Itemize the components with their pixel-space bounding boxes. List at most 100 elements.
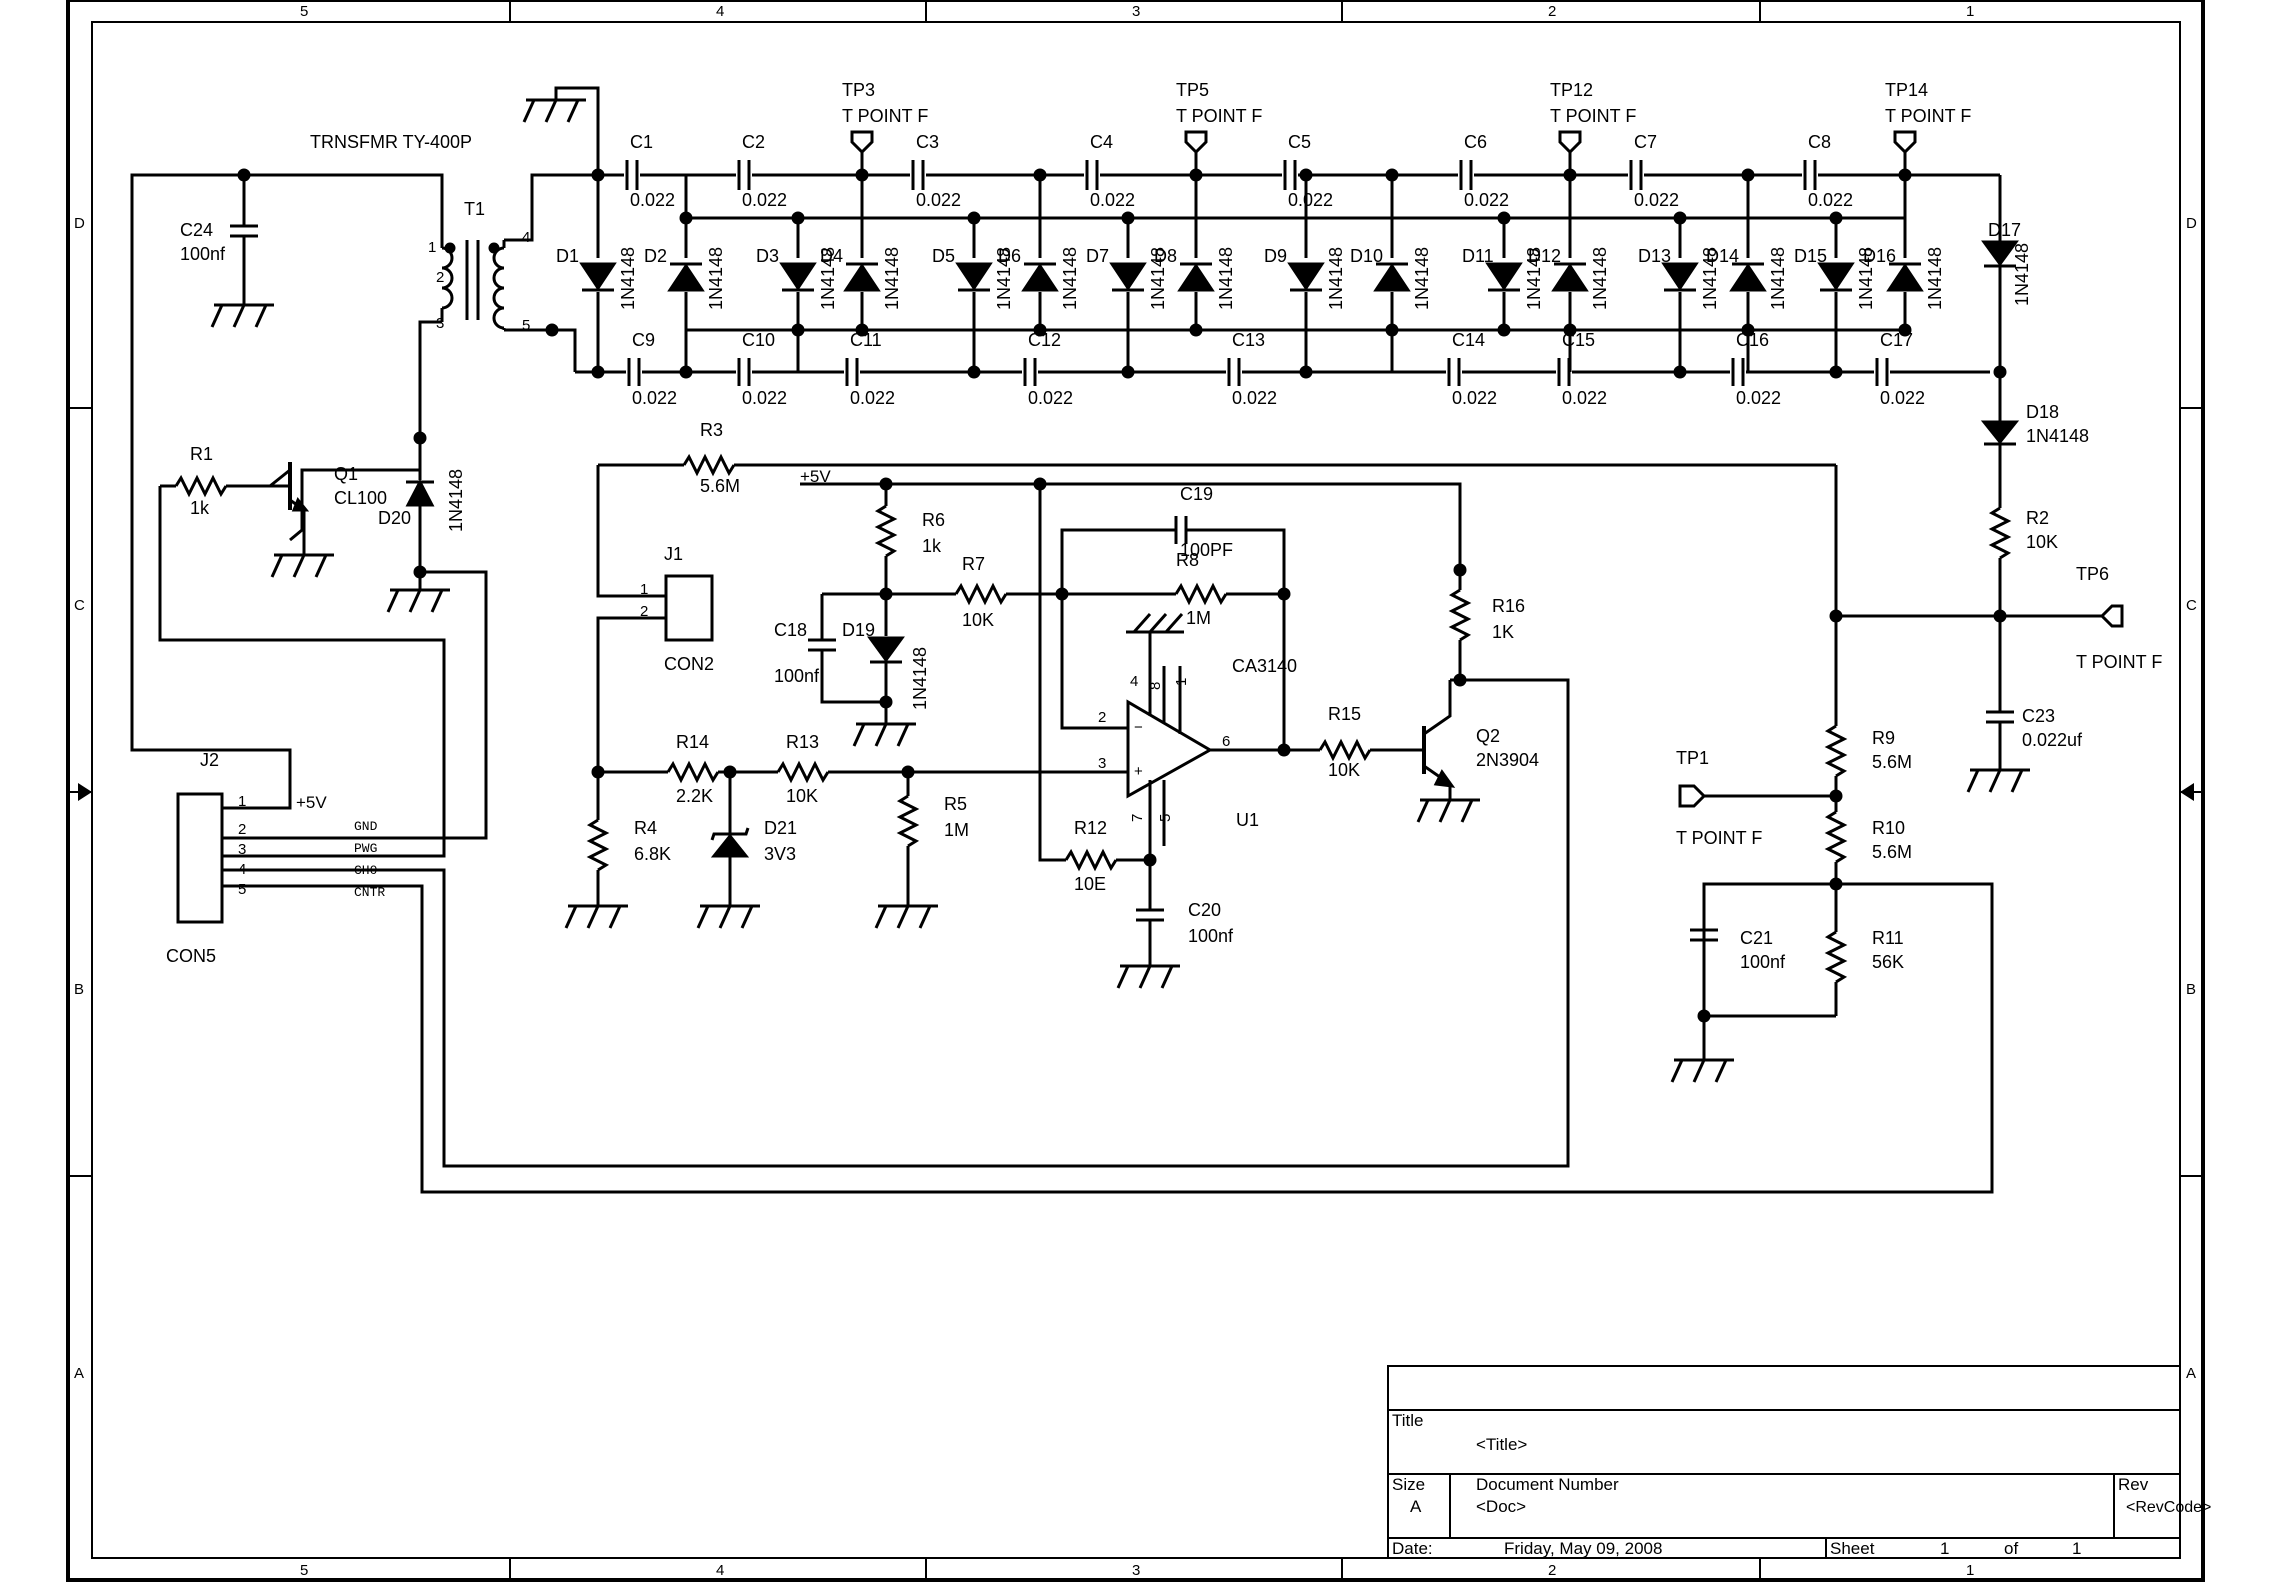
u1-pin2: 2 <box>1098 709 1106 726</box>
c1-value: 0.022 <box>630 190 675 210</box>
diode-d2 <box>667 211 705 379</box>
ground-c24-icon <box>210 303 274 328</box>
q1-emitter-arrow-icon <box>291 497 310 512</box>
j1-ref: J1 <box>664 544 683 564</box>
resistor-r1 <box>174 474 228 498</box>
c5-ref: C5 <box>1288 132 1311 152</box>
wire-vcc-rail <box>800 482 1462 570</box>
r8-value: 1M <box>1186 608 1211 628</box>
r12-value: 10E <box>1074 874 1106 894</box>
c24-ref: C24 <box>180 220 213 240</box>
j2-signal-vcc: +5V <box>296 793 327 812</box>
d12-value: 1N4148 <box>1590 247 1610 310</box>
d15-ref: D15 <box>1794 246 1827 266</box>
d14-value: 1N4148 <box>1768 247 1788 310</box>
col-label-top-3: 3 <box>1132 3 1140 20</box>
diode-d15 <box>1817 211 1855 379</box>
capacitor-c4 <box>1084 160 1100 190</box>
c5-value: 0.022 <box>1288 190 1333 210</box>
capacitor-c14 <box>1446 358 1462 388</box>
bottom-cap-layer <box>626 358 1890 388</box>
row-label-left-d: D <box>74 215 85 232</box>
d7-value: 1N4148 <box>1148 247 1168 310</box>
c10-value: 0.022 <box>742 388 787 408</box>
q1-collector-leg <box>269 468 291 488</box>
tp14-ref: TP14 <box>1885 80 1928 100</box>
r1-ref: R1 <box>190 444 213 464</box>
r16-ref: R16 <box>1492 596 1525 616</box>
top-cap-layer <box>624 160 1818 190</box>
wire-secondary-bottom <box>504 328 577 372</box>
border-zone-ticks <box>68 0 2203 1580</box>
capacitor-c18 <box>808 594 886 704</box>
r10-value: 5.6M <box>1872 842 1912 862</box>
capacitor-c1 <box>624 160 640 190</box>
col-label-bottom-5: 5 <box>300 1562 308 1579</box>
col-label-top-1: 1 <box>1966 3 1974 20</box>
c1-ref: C1 <box>630 132 653 152</box>
tp1-label: T POINT F <box>1676 828 1762 848</box>
resistor-r2 <box>1988 506 2012 560</box>
transformer-t1 <box>440 232 506 330</box>
d13-ref: D13 <box>1638 246 1671 266</box>
c12-ref: C12 <box>1028 330 1061 350</box>
r3-value: 5.6M <box>700 476 740 496</box>
diode-d9 <box>1287 168 1325 379</box>
u1-ground-icon <box>1126 613 1184 634</box>
col-label-top-5: 5 <box>300 3 308 20</box>
d8-ref: D8 <box>1154 246 1177 266</box>
d17-ref: D17 <box>1988 220 2021 240</box>
r8-ref: R8 <box>1176 550 1199 570</box>
resistor-r14 <box>666 760 720 784</box>
r11-ref: R11 <box>1872 928 1904 948</box>
tp1-ref: TP1 <box>1676 748 1709 768</box>
d1-value: 1N4148 <box>618 247 638 310</box>
wire-ch0-loop <box>240 678 1570 1168</box>
diode-d7 <box>1109 211 1147 379</box>
ground-r5-icon <box>874 904 938 929</box>
c18-ref: C18 <box>774 620 807 640</box>
j2-pin1: 1 <box>238 793 246 810</box>
size-label: Size <box>1392 1475 1425 1494</box>
ground-top-icon <box>522 98 586 123</box>
r15-ref: R15 <box>1328 704 1361 724</box>
diode-d13 <box>1661 211 1699 379</box>
capacitor-c8 <box>1802 160 1818 190</box>
col-label-bottom-2: 2 <box>1548 1562 1556 1579</box>
tp12-ref: TP12 <box>1550 80 1593 100</box>
r13-value: 10K <box>786 786 818 806</box>
r13-ref: R13 <box>786 732 819 752</box>
r4-value: 6.8K <box>634 844 671 864</box>
capacitor-c6 <box>1458 160 1474 190</box>
wire-j1-pin2 <box>596 616 666 820</box>
r9-value: 5.6M <box>1872 752 1912 772</box>
r5-ref: R5 <box>944 794 967 814</box>
r16-value: 1K <box>1492 622 1514 642</box>
opamp-u1 <box>1126 699 1214 799</box>
title-label: Title <box>1392 1411 1424 1430</box>
d4-ref: D4 <box>820 246 843 266</box>
c11-ref: C11 <box>850 330 882 350</box>
rev-label: Rev <box>2118 1475 2149 1494</box>
t1-pin5: 5 <box>522 317 530 334</box>
resistor-r11 <box>1824 930 1848 984</box>
d11-value: 1N4148 <box>1524 247 1544 310</box>
q2-collector-leg <box>1423 680 1452 736</box>
u1-pin7: 7 <box>1129 814 1146 822</box>
wire-r1-return <box>158 486 446 662</box>
d21-value: 3V3 <box>764 844 796 864</box>
capacitor-c10 <box>736 358 752 388</box>
r12-ref: R12 <box>1074 818 1107 838</box>
diode-d10 <box>1373 168 1411 337</box>
ground-c20-icon <box>1116 964 1180 989</box>
d19-value: 1N4148 <box>910 647 930 710</box>
wire-gnd-bus <box>240 570 488 840</box>
center-arrow-left-icon <box>78 783 92 801</box>
r3-ref: R3 <box>700 420 723 440</box>
tp5-ref: TP5 <box>1176 80 1209 100</box>
c6-value: 0.022 <box>1464 190 1509 210</box>
q1-value: CL100 <box>334 488 387 508</box>
d9-value: 1N4148 <box>1326 247 1346 310</box>
d6-ref: D6 <box>998 246 1021 266</box>
